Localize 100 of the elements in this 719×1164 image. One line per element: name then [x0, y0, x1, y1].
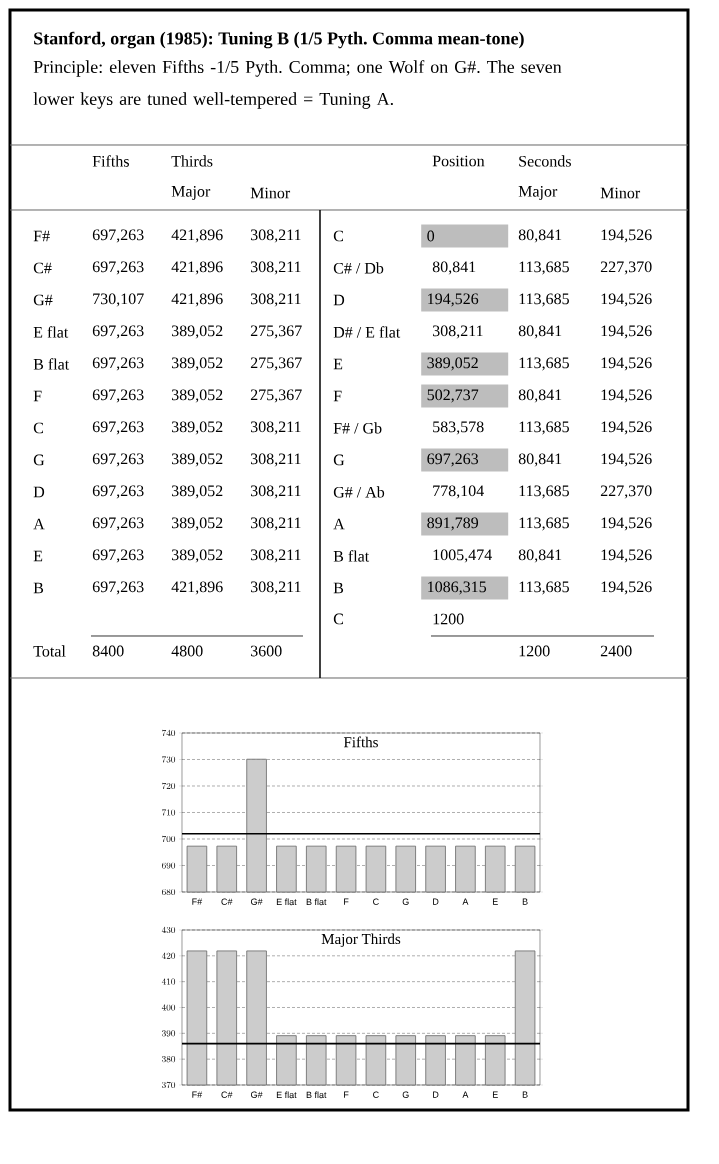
cent-value: 3600: [250, 645, 282, 657]
y-tick-label: 730: [162, 756, 176, 763]
highlighted-cell: 1086,315: [421, 576, 509, 600]
chart-title: Major Thirds: [321, 933, 401, 948]
cent-value: 697,263: [92, 229, 144, 243]
cent-value: 389,052: [171, 485, 223, 499]
y-tick-label: 700: [162, 835, 176, 843]
cent-value: 421,896: [171, 293, 223, 307]
cent-value: 308,211: [250, 581, 301, 595]
cent-value: 113,685: [519, 581, 569, 595]
x-tick-label: A: [462, 898, 469, 905]
cent-value: 80,841: [432, 261, 476, 275]
cent-value: 80,841: [518, 229, 562, 243]
cent-value: 227,370: [600, 261, 652, 275]
cent-value: 697,263: [92, 389, 144, 403]
cent-value: 194,526: [601, 357, 652, 371]
note-name: B: [333, 582, 344, 594]
cent-value: 194,526: [601, 421, 652, 435]
cent-value: 113,685: [519, 421, 569, 435]
note-name: C: [333, 230, 343, 242]
y-tick-label: 420: [161, 952, 176, 959]
column-header: Major: [518, 186, 558, 200]
chart-title: Fifths: [343, 736, 378, 748]
x-tick-label: D: [433, 1091, 439, 1098]
cent-value: 227,370: [600, 485, 652, 499]
cent-value: 697,263: [92, 325, 144, 339]
x-tick-label: F#: [192, 1091, 203, 1098]
cent-value: 8400: [92, 645, 124, 657]
x-tick-label: G: [402, 1091, 409, 1098]
x-tick-label: E: [492, 898, 498, 905]
note-name: F# / Gb: [333, 422, 382, 434]
note-name: G: [333, 454, 345, 466]
note-name: B flat: [33, 358, 70, 370]
note-name: C: [33, 422, 43, 434]
note-name: G# / Ab: [333, 486, 385, 498]
cent-value: 389,052: [171, 421, 223, 435]
note-name: D: [33, 486, 45, 498]
cent-value: 778,104: [433, 485, 484, 499]
note-name: F#: [33, 230, 50, 242]
x-tick-label: G#: [251, 1091, 263, 1098]
row-label: Total: [33, 645, 66, 657]
cent-value: 308,211: [250, 517, 301, 531]
column-header: Seconds: [519, 155, 571, 167]
cent-value: 194,526: [601, 229, 652, 243]
note-name: G: [33, 454, 45, 466]
cent-value: 583,578: [433, 421, 484, 435]
cent-value: 275,367: [250, 325, 302, 339]
x-tick-label: D: [433, 898, 439, 905]
cent-value: 194,526: [601, 581, 652, 595]
cent-value: 1005,474: [433, 549, 492, 563]
x-tick-label: B: [522, 1091, 528, 1098]
note-name: F: [33, 390, 42, 402]
x-tick-label: G#: [251, 898, 263, 905]
cent-value: 80,841: [518, 549, 562, 563]
x-tick-label: C#: [221, 1091, 233, 1098]
highlighted-cell: 891,789: [421, 512, 509, 536]
cent-value: 275,367: [250, 357, 302, 371]
cent-value: 80,841: [518, 389, 562, 403]
cent-value: 308,211: [250, 485, 301, 499]
cent-value: 697,263: [92, 517, 144, 531]
y-tick-label: 410: [161, 978, 176, 985]
cent-value: 697,263: [92, 421, 144, 435]
y-tick-label: 710: [162, 809, 176, 816]
x-tick-label: B flat: [306, 898, 327, 906]
cent-value: 308,211: [250, 229, 301, 243]
x-tick-label: F#: [192, 898, 203, 905]
highlighted-cell: 389,052: [421, 352, 509, 376]
y-tick-label: 740: [162, 729, 176, 737]
cent-value: 194,526: [601, 389, 652, 403]
note-name: B flat: [333, 550, 370, 562]
cent-value: 389,052: [171, 517, 223, 531]
cent-value: 421,896: [171, 581, 223, 595]
y-tick-label: 400: [161, 1004, 176, 1011]
cent-value: 730,107: [93, 293, 144, 307]
cent-value: 389,052: [171, 357, 223, 371]
y-tick-label: 390: [161, 1030, 176, 1037]
title: Stanford, organ (1985): Tuning B (1/5 Pyth. Comma mean-tone): [34, 31, 524, 49]
cent-value: 275,367: [250, 389, 302, 403]
note-name: E flat: [33, 326, 69, 338]
cent-value: 1200: [519, 645, 550, 657]
cent-value: 4800: [171, 645, 203, 657]
cent-value: 194,526: [601, 453, 652, 467]
cent-value: 194,526: [601, 293, 652, 307]
column-header: Minor: [250, 187, 291, 199]
note-name: D: [333, 294, 345, 306]
cent-value: 113,685: [519, 261, 569, 275]
note-name: G#: [33, 294, 53, 306]
note-name: C# / Db: [333, 262, 384, 274]
cent-value: 389,052: [171, 549, 223, 563]
cent-value: 697,263: [92, 261, 144, 275]
cent-value: 113,685: [519, 357, 569, 371]
x-tick-label: C#: [221, 898, 233, 905]
cent-value: 308,211: [250, 549, 301, 563]
column-header: Thirds: [171, 155, 213, 167]
cent-value: 697,263: [92, 357, 144, 371]
cent-value: 194,526: [601, 517, 652, 531]
highlighted-cell: 502,737: [421, 384, 509, 408]
cent-value: 113,685: [519, 485, 569, 499]
column-header: Position: [432, 155, 485, 167]
bar-chart: F# C# G# E flat B flat F C G D A E B 680 690 700 710 720 730 740 Fifths: [162, 729, 544, 906]
